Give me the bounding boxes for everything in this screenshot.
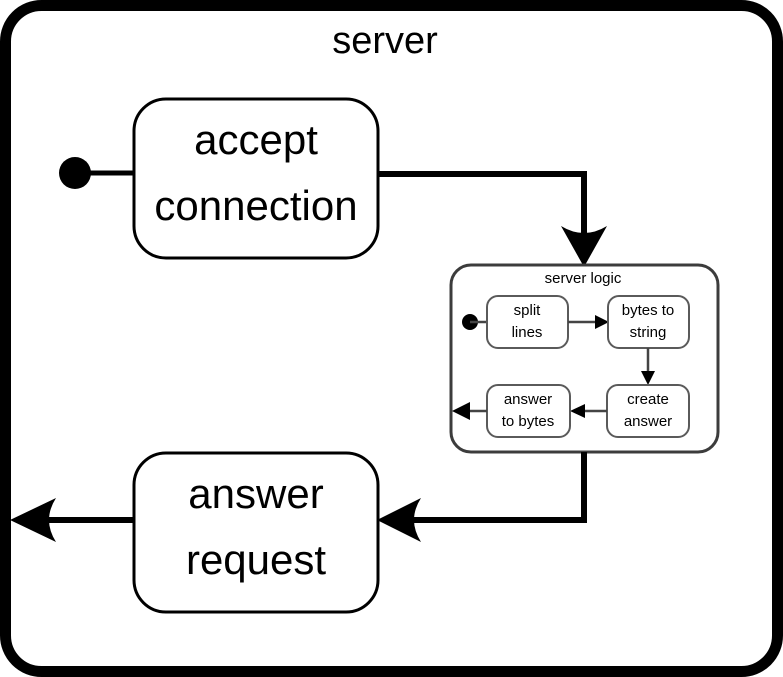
- composite-state-server-logic-title: server logic: [545, 270, 622, 287]
- substate-create-answer-label-line2: answer: [624, 413, 672, 430]
- substate-answer-to-bytes-label-line2: to bytes: [502, 413, 555, 430]
- arrowhead-into-bytes-to-string: [595, 315, 609, 329]
- substate-bytes-to-string-label-line1: bytes to: [622, 302, 675, 319]
- substate-split-lines-label-line1: split: [514, 302, 542, 319]
- substate-create-answer-label-line1: create: [627, 391, 669, 408]
- arrowhead-into-answer-to-bytes: [570, 404, 585, 418]
- arrowhead-into-serverlogic: [561, 226, 607, 267]
- substate-bytes-to-string-label-line2: string: [630, 324, 667, 341]
- substate-split-lines-label-line2: lines: [512, 324, 543, 341]
- state-answer-request: [132, 451, 380, 614]
- state-answer-request-label-line1: answer: [188, 470, 323, 517]
- substate-answer-to-bytes-label-line1: answer: [504, 391, 552, 408]
- state-accept-connection-label-line2: connection: [154, 182, 357, 229]
- arrowhead-region-exit: [10, 498, 56, 542]
- state-answer-request-label-line2: request: [186, 536, 326, 583]
- arrowhead-into-create-answer: [641, 371, 655, 385]
- state-accept-connection: [132, 97, 380, 260]
- server-region-title: server: [332, 20, 438, 62]
- arrowhead-serverlogic-exit: [452, 402, 470, 420]
- transition-serverlogic-to-answerrequest: [400, 452, 587, 523]
- state-accept-connection-label-line1: accept: [194, 116, 318, 163]
- transition-accept-to-serverlogic: [378, 171, 587, 238]
- arrowhead-into-answer-request: [377, 498, 421, 542]
